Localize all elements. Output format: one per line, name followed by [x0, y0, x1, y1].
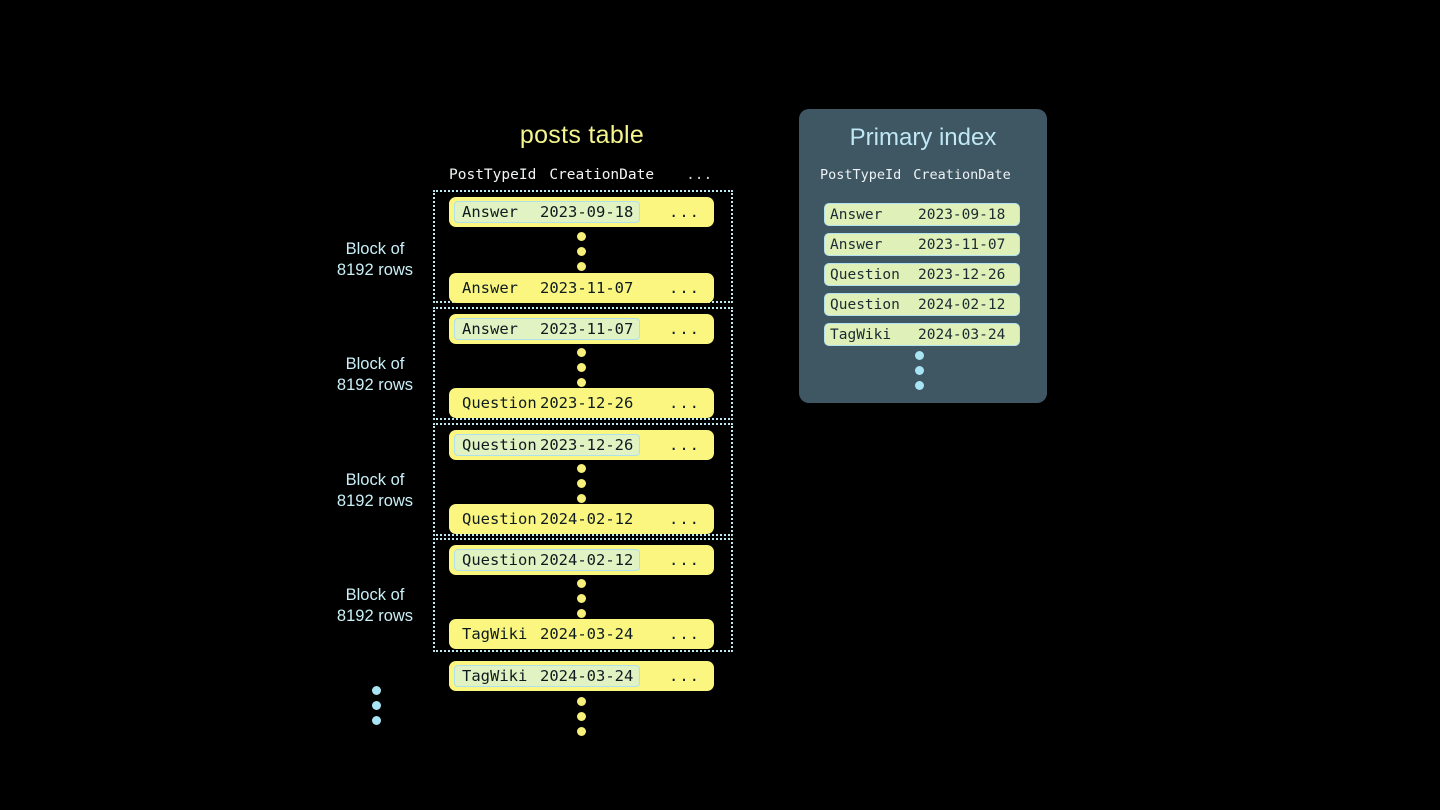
- cell-posttypeid: Question: [462, 551, 537, 569]
- cell-posttypeid: Answer: [462, 279, 518, 297]
- block-label-2: Block of 8192 rows: [300, 354, 450, 396]
- cell-posttypeid: Question: [462, 436, 537, 454]
- granule-key-box: Answer 2023-09-18: [454, 201, 641, 223]
- cell-creationdate: 2024-02-12: [540, 510, 634, 528]
- cell-posttypeid: TagWiki: [462, 667, 528, 685]
- cell-creationdate: 2023-11-07: [540, 320, 634, 338]
- granule-key-box: Answer 2023-11-07: [454, 318, 641, 340]
- granule-key-box: TagWiki 2024-03-24: [454, 623, 640, 645]
- block-label-3-line1: Block of: [345, 471, 405, 489]
- cell-posttypeid: Question: [462, 394, 537, 412]
- cell-ellipsis: ...: [669, 551, 700, 569]
- index-row: Question 2024-02-12: [824, 293, 1020, 316]
- cell-posttypeid: Answer: [462, 320, 518, 338]
- posts-table-column-headers: PostTypeId CreationDate...: [449, 167, 712, 183]
- block-label-3: Block of 8192 rows: [300, 470, 450, 512]
- cell-ellipsis: ...: [669, 667, 700, 685]
- index-cell-posttypeid: Answer: [830, 206, 883, 223]
- cell-creationdate: 2023-12-26: [540, 394, 634, 412]
- index-cell-posttypeid: TagWiki: [830, 326, 892, 343]
- block-label-4-line1: Block of: [345, 586, 405, 604]
- granule-key-box: TagWiki 2024-03-24: [454, 665, 641, 687]
- table-row: Answer 2023-09-18 ...: [449, 197, 714, 227]
- index-cell-creationdate: 2024-03-24: [918, 326, 1006, 343]
- cell-creationdate: 2023-09-18: [540, 203, 634, 221]
- block-granule-4: [433, 538, 733, 652]
- column-header-ellipsis: ...: [686, 167, 713, 183]
- block-continuation-dots: [371, 686, 381, 725]
- cell-ellipsis: ...: [669, 394, 700, 412]
- row-continuation-dots: [576, 348, 586, 387]
- cell-creationdate: 2024-03-24: [540, 667, 634, 685]
- cell-ellipsis: ...: [669, 625, 700, 643]
- column-header-creationdate: CreationDate: [549, 167, 655, 183]
- table-row: Answer 2023-11-07 ...: [449, 314, 714, 344]
- posts-table-title: posts table: [519, 121, 645, 149]
- index-cell-creationdate: 2023-12-26: [918, 266, 1006, 283]
- index-column-header-creationdate: CreationDate: [913, 167, 1011, 183]
- cell-creationdate: 2024-03-24: [540, 625, 634, 643]
- table-row: Answer 2023-11-07 ...: [449, 273, 714, 303]
- row-continuation-dots: [576, 579, 586, 618]
- cell-ellipsis: ...: [669, 320, 700, 338]
- table-continuation-dots: [576, 697, 586, 736]
- granule-key-box: Answer 2023-11-07: [454, 277, 640, 299]
- index-cell-creationdate: 2023-09-18: [918, 206, 1006, 223]
- block-label-4-line2: 8192 rows: [336, 607, 414, 625]
- index-row: Question 2023-12-26: [824, 263, 1020, 286]
- cell-creationdate: 2023-12-26: [540, 436, 634, 454]
- cell-creationdate: 2024-02-12: [540, 551, 634, 569]
- primary-index-column-headers: PostTypeId CreationDate: [820, 167, 1011, 183]
- block-label-1: Block of 8192 rows: [300, 239, 450, 281]
- cell-ellipsis: ...: [669, 203, 700, 221]
- index-column-header-posttypeid: PostTypeId: [820, 167, 902, 183]
- block-label-2-line1: Block of: [345, 355, 405, 373]
- index-cell-posttypeid: Answer: [830, 236, 883, 253]
- index-row: Answer 2023-11-07: [824, 233, 1020, 256]
- cell-posttypeid: TagWiki: [462, 625, 528, 643]
- primary-index-title: Primary index: [849, 124, 997, 151]
- cell-ellipsis: ...: [669, 436, 700, 454]
- primary-index-panel: Primary index: [799, 109, 1047, 403]
- cell-ellipsis: ...: [669, 510, 700, 528]
- block-label-1-line1: Block of: [345, 240, 405, 258]
- block-label-1-line2: 8192 rows: [336, 261, 414, 279]
- block-label-3-line2: 8192 rows: [336, 492, 414, 510]
- index-continuation-dots: [914, 351, 924, 390]
- cell-creationdate: 2023-11-07: [540, 279, 634, 297]
- index-cell-posttypeid: Question: [830, 296, 900, 313]
- block-label-4: Block of 8192 rows: [300, 585, 450, 627]
- cell-posttypeid: Question: [462, 510, 537, 528]
- index-cell-posttypeid: Question: [830, 266, 900, 283]
- row-continuation-dots: [576, 464, 586, 503]
- table-row: TagWiki 2024-03-24 ...: [449, 661, 714, 691]
- column-header-posttypeid: PostTypeId: [449, 167, 537, 183]
- index-row: TagWiki 2024-03-24: [824, 323, 1020, 346]
- index-row: Answer 2023-09-18: [824, 203, 1020, 226]
- block-label-2-line2: 8192 rows: [336, 376, 414, 394]
- cell-ellipsis: ...: [669, 279, 700, 297]
- cell-posttypeid: Answer: [462, 203, 518, 221]
- index-cell-creationdate: 2024-02-12: [918, 296, 1006, 313]
- index-cell-creationdate: 2023-11-07: [918, 236, 1006, 253]
- row-continuation-dots: [576, 232, 586, 271]
- table-row: TagWiki 2024-03-24 ...: [449, 619, 714, 649]
- block-granule-2: [433, 307, 733, 420]
- block-granule-3: [433, 423, 733, 536]
